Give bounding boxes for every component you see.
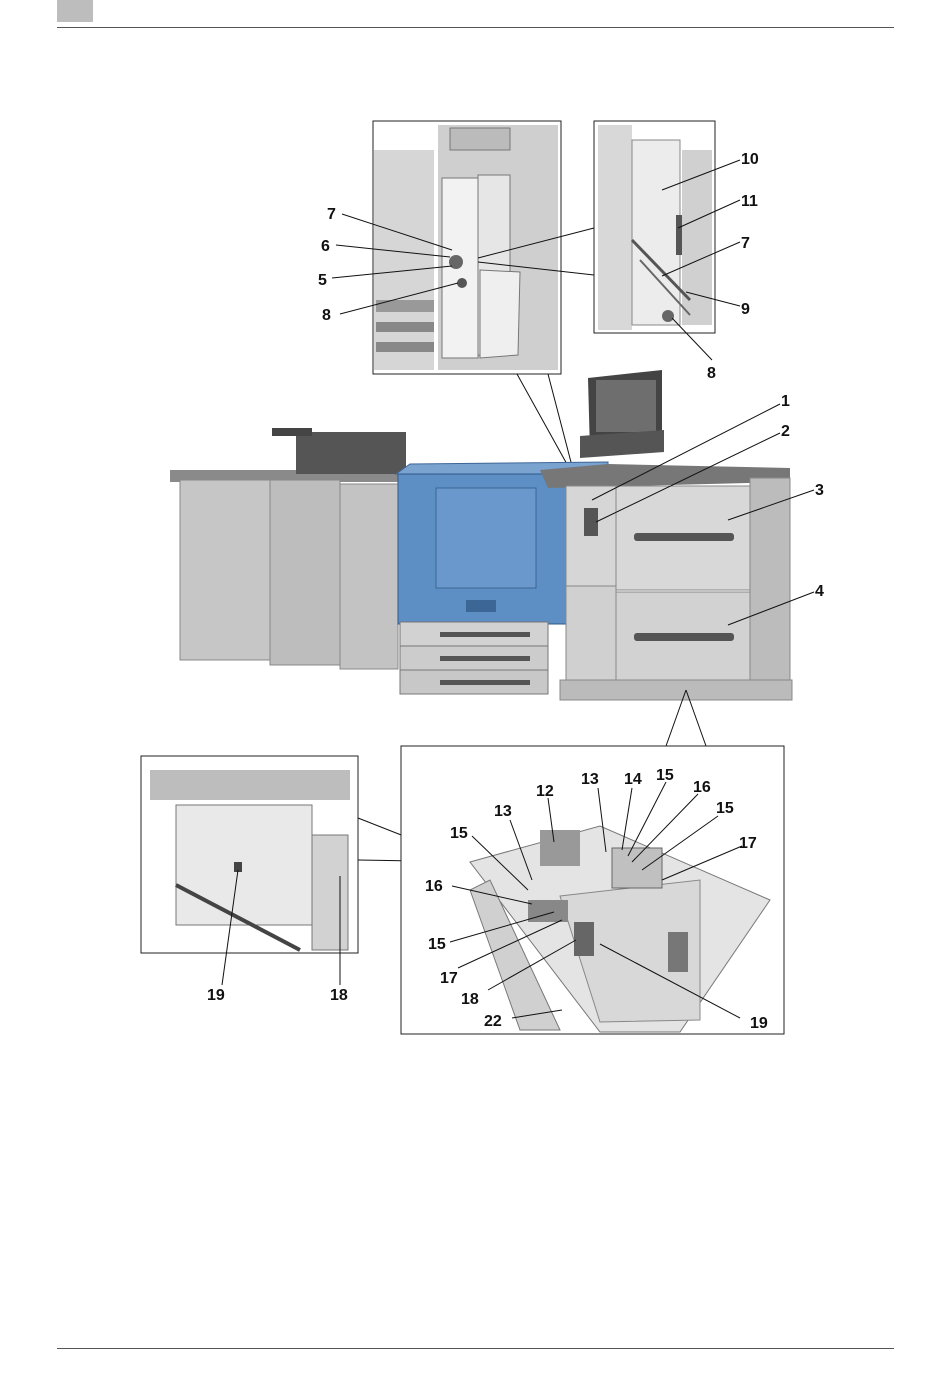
callout-17: 17 (440, 970, 458, 987)
callout-19: 19 (750, 1015, 768, 1032)
callout-18: 18 (330, 987, 348, 1004)
callout-8: 8 (322, 307, 331, 324)
inset-door-left (373, 121, 561, 374)
callout-9: 9 (741, 301, 750, 318)
footer-rule (57, 1348, 894, 1349)
callout-18: 18 (461, 991, 479, 1008)
callout-6: 6 (321, 238, 330, 255)
callout-14: 14 (624, 771, 642, 788)
callout-16: 16 (693, 779, 711, 796)
callout-19: 19 (207, 987, 225, 1004)
callout-3: 3 (815, 482, 824, 499)
callout-15: 15 (428, 936, 446, 953)
callout-16: 16 (425, 878, 443, 895)
main-machine (170, 370, 792, 700)
callout-15: 15 (656, 767, 674, 784)
callout-5: 5 (318, 272, 327, 289)
callout-7: 7 (741, 235, 750, 252)
callout-10: 10 (741, 151, 759, 168)
callout-2: 2 (781, 423, 790, 440)
callout-1: 1 (781, 393, 790, 410)
inset-door-right (594, 121, 715, 333)
callout-13: 13 (581, 771, 599, 788)
callout-15: 15 (450, 825, 468, 842)
callout-8: 8 (707, 365, 716, 382)
callout-11: 11 (741, 193, 758, 210)
callout-17: 17 (739, 835, 757, 852)
callout-12: 12 (536, 783, 554, 800)
callout-13: 13 (494, 803, 512, 820)
callout-7: 7 (327, 206, 336, 223)
callout-4: 4 (815, 583, 824, 600)
inset-tray-right (401, 746, 784, 1034)
inset-tray-left (141, 756, 358, 953)
callout-22: 22 (484, 1013, 502, 1030)
callout-15: 15 (716, 800, 734, 817)
